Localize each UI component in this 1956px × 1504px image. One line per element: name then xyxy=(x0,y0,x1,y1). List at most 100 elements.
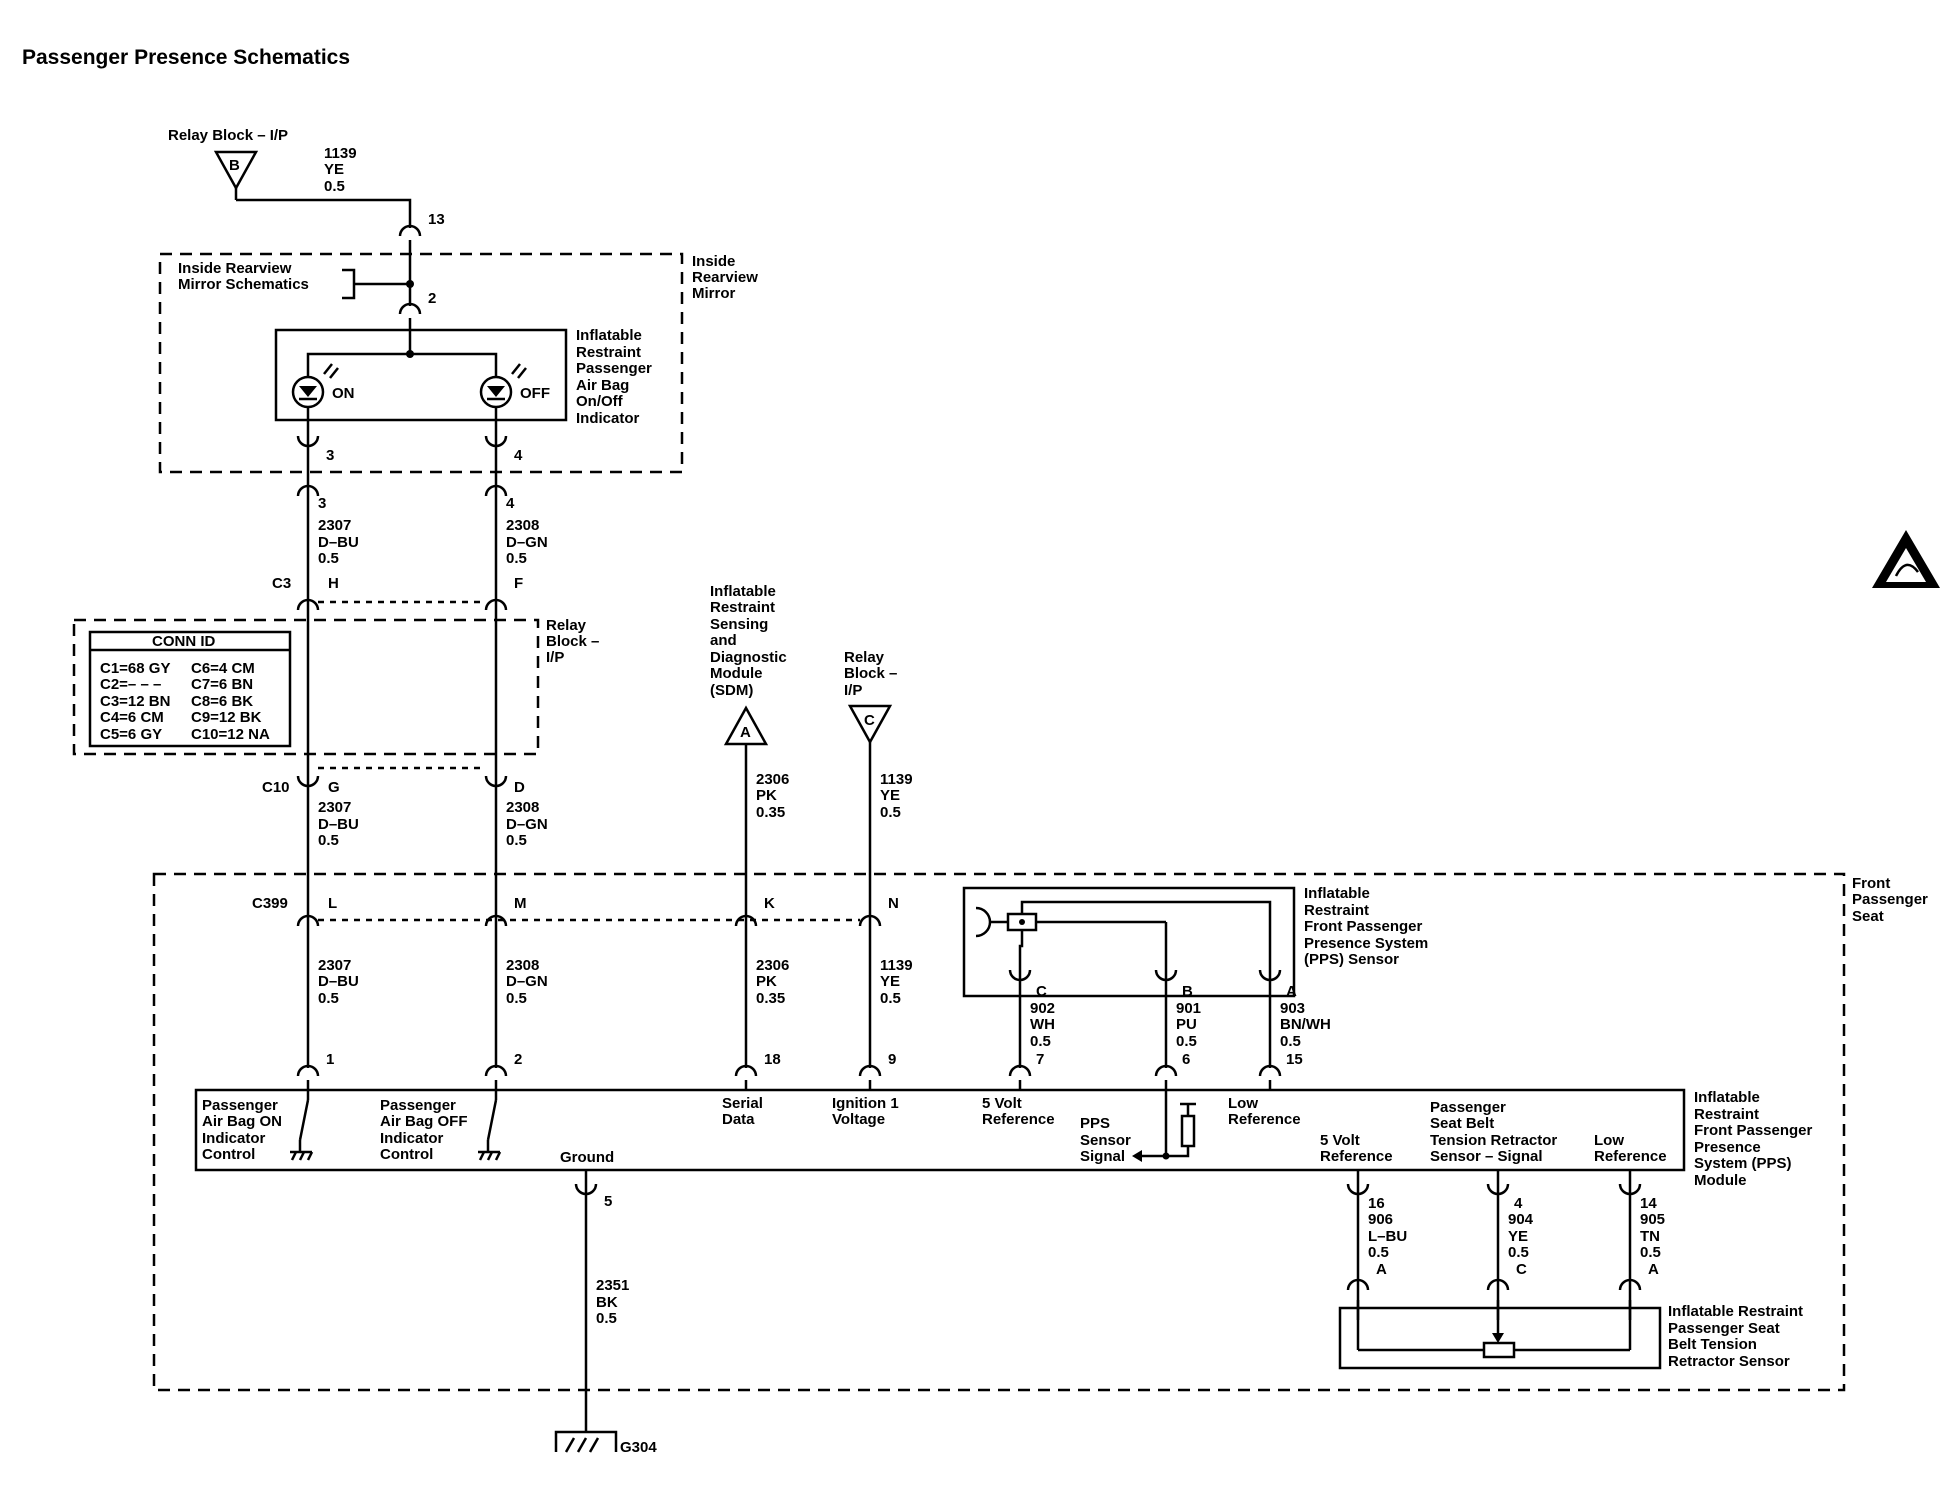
svg-text:Indicator: Indicator xyxy=(202,1130,266,1147)
svg-text:C6=4 CM: C6=4 CM xyxy=(191,660,255,677)
seg2-left-label: 2307 D–BU 0.5 xyxy=(318,799,359,849)
svg-text:16: 16 xyxy=(1368,1195,1385,1212)
seg1-right-label: 4 2308 D–GN 0.5 xyxy=(506,495,548,567)
svg-text:Low: Low xyxy=(1594,1132,1624,1149)
mirror-pin-right: 4 xyxy=(514,447,523,464)
svg-text:Control: Control xyxy=(202,1146,255,1163)
mirror-pin-left: 3 xyxy=(326,447,334,464)
svg-text:D–BU: D–BU xyxy=(318,973,359,990)
svg-text:Belt Tension: Belt Tension xyxy=(1668,1336,1757,1353)
svg-text:0.35: 0.35 xyxy=(756,804,785,821)
svg-text:(SDM): (SDM) xyxy=(710,682,753,699)
svg-text:C10=12 NA: C10=12 NA xyxy=(191,726,270,743)
seg3-wire-18: 2306 PK 0.35 18 xyxy=(756,957,789,1068)
svg-text:Reference: Reference xyxy=(982,1111,1055,1128)
pps-wire-c: C 902 WH 0.5 7 xyxy=(1030,983,1055,1068)
svg-text:L–BU: L–BU xyxy=(1368,1228,1407,1245)
svg-text:905: 905 xyxy=(1640,1211,1665,1228)
svg-text:2307: 2307 xyxy=(318,517,351,534)
svg-text:Front Passenger: Front Passenger xyxy=(1694,1122,1813,1139)
svg-text:Control: Control xyxy=(380,1146,433,1163)
on-control-switch-icon xyxy=(290,1099,314,1161)
pps-wire-a: A 903 BN/WH 0.5 15 xyxy=(1280,983,1331,1068)
svg-text:0.5: 0.5 xyxy=(318,550,339,567)
relay-block-c-label: Relay Block – I/P xyxy=(844,649,897,699)
svg-text:A: A xyxy=(1286,983,1297,1000)
svg-text:Sensing: Sensing xyxy=(710,616,768,633)
on-control-label: Passenger Air Bag ON Indicator Control xyxy=(202,1097,282,1163)
svg-text:Seat Belt: Seat Belt xyxy=(1430,1115,1494,1132)
svg-text:Inside: Inside xyxy=(692,253,735,270)
svg-text:0.5: 0.5 xyxy=(1176,1033,1197,1050)
svg-text:0.5: 0.5 xyxy=(1508,1244,1529,1261)
svg-text:Mirror Schematics: Mirror Schematics xyxy=(178,276,309,293)
svg-text:Restraint: Restraint xyxy=(576,344,641,361)
c10-left-pin: G xyxy=(328,779,340,796)
svg-text:2306: 2306 xyxy=(756,957,789,974)
relay-block-b-terminal: Relay Block – I/P B xyxy=(168,127,288,200)
svg-text:D–GN: D–GN xyxy=(506,534,548,551)
svg-text:6: 6 xyxy=(1182,1051,1190,1068)
svg-text:Air Bag: Air Bag xyxy=(576,377,629,394)
svg-text:D–BU: D–BU xyxy=(318,534,359,551)
svg-text:D–GN: D–GN xyxy=(506,816,548,833)
svg-text:Seat: Seat xyxy=(1852,908,1884,925)
pps-wire-b: B 901 PU 0.5 6 xyxy=(1176,983,1201,1068)
c3-left-pin: H xyxy=(328,575,339,592)
svg-text:902: 902 xyxy=(1030,1000,1055,1017)
svg-text:Passenger: Passenger xyxy=(202,1097,278,1114)
mirror-schematics-reference: Inside Rearview Mirror Schematics xyxy=(178,260,410,300)
pps-signal-label: PPS Sensor Signal xyxy=(1080,1115,1131,1165)
svg-text:904: 904 xyxy=(1508,1211,1534,1228)
svg-text:BN/WH: BN/WH xyxy=(1280,1016,1331,1033)
svg-text:2308: 2308 xyxy=(506,799,539,816)
svg-text:0.5: 0.5 xyxy=(1640,1244,1661,1261)
svg-text:C: C xyxy=(1516,1261,1527,1278)
svg-text:I/P: I/P xyxy=(844,682,862,699)
ref5v-label: 5 Volt Reference xyxy=(982,1095,1055,1128)
svg-text:PK: PK xyxy=(756,787,777,804)
svg-text:Presence: Presence xyxy=(1694,1139,1761,1156)
svg-text:(PPS) Sensor: (PPS) Sensor xyxy=(1304,951,1399,968)
svg-text:0.35: 0.35 xyxy=(756,990,785,1007)
svg-text:2306: 2306 xyxy=(756,771,789,788)
relay-block-top-label: Relay Block – I/P xyxy=(168,127,288,144)
svg-text:0.5: 0.5 xyxy=(318,832,339,849)
svg-text:0.5: 0.5 xyxy=(318,990,339,1007)
svg-text:D–GN: D–GN xyxy=(506,973,548,990)
svg-text:Ignition 1: Ignition 1 xyxy=(832,1095,899,1112)
svg-text:1139: 1139 xyxy=(880,771,913,788)
air-bag-indicator-box xyxy=(274,328,568,422)
svg-text:C7=6 BN: C7=6 BN xyxy=(191,676,253,693)
svg-text:B: B xyxy=(1182,983,1193,1000)
pin-13-connector xyxy=(398,224,422,237)
pps-sensor-element xyxy=(975,900,1272,970)
svg-text:Presence System: Presence System xyxy=(1304,935,1428,952)
svg-text:2308: 2308 xyxy=(506,517,539,534)
belt-wire-4: 4 904 YE 0.5 C xyxy=(1508,1195,1534,1278)
module-label: Inflatable Restraint Front Passenger Pre… xyxy=(1694,1089,1813,1189)
seg3-wire-2: 2308 D–GN 0.5 2 xyxy=(506,957,548,1068)
svg-text:1139: 1139 xyxy=(324,145,357,162)
svg-text:Air Bag OFF: Air Bag OFF xyxy=(380,1113,468,1130)
conn-id-table: CONN ID C1=68 GY C6=4 CM C2=– – – C7=6 B… xyxy=(88,630,292,748)
svg-text:Passenger Seat: Passenger Seat xyxy=(1668,1320,1780,1337)
svg-text:1: 1 xyxy=(326,1051,334,1068)
svg-text:YE: YE xyxy=(324,161,344,178)
svg-text:Restraint: Restraint xyxy=(1694,1106,1759,1123)
c399-pin-l: L xyxy=(328,895,337,912)
svg-text:On/Off: On/Off xyxy=(576,393,624,410)
svg-text:Module: Module xyxy=(710,665,763,682)
svg-text:Restraint: Restraint xyxy=(710,599,775,616)
svg-text:15: 15 xyxy=(1286,1051,1303,1068)
ground-wire-label: 5 2351 BK 0.5 xyxy=(596,1193,629,1327)
off-control-switch-icon xyxy=(478,1099,502,1161)
svg-text:PPS: PPS xyxy=(1080,1115,1110,1132)
low-ref-label: Low Reference xyxy=(1228,1095,1301,1128)
svg-text:PU: PU xyxy=(1176,1016,1197,1033)
seg3-wire-9: 1139 YE 0.5 9 xyxy=(880,957,913,1068)
svg-text:C2=– – –: C2=– – – xyxy=(100,676,161,693)
svg-text:C9=12 BK: C9=12 BK xyxy=(191,709,262,726)
feed-pin: 13 xyxy=(428,211,445,228)
page-title: Passenger Presence Schematics xyxy=(22,46,350,69)
